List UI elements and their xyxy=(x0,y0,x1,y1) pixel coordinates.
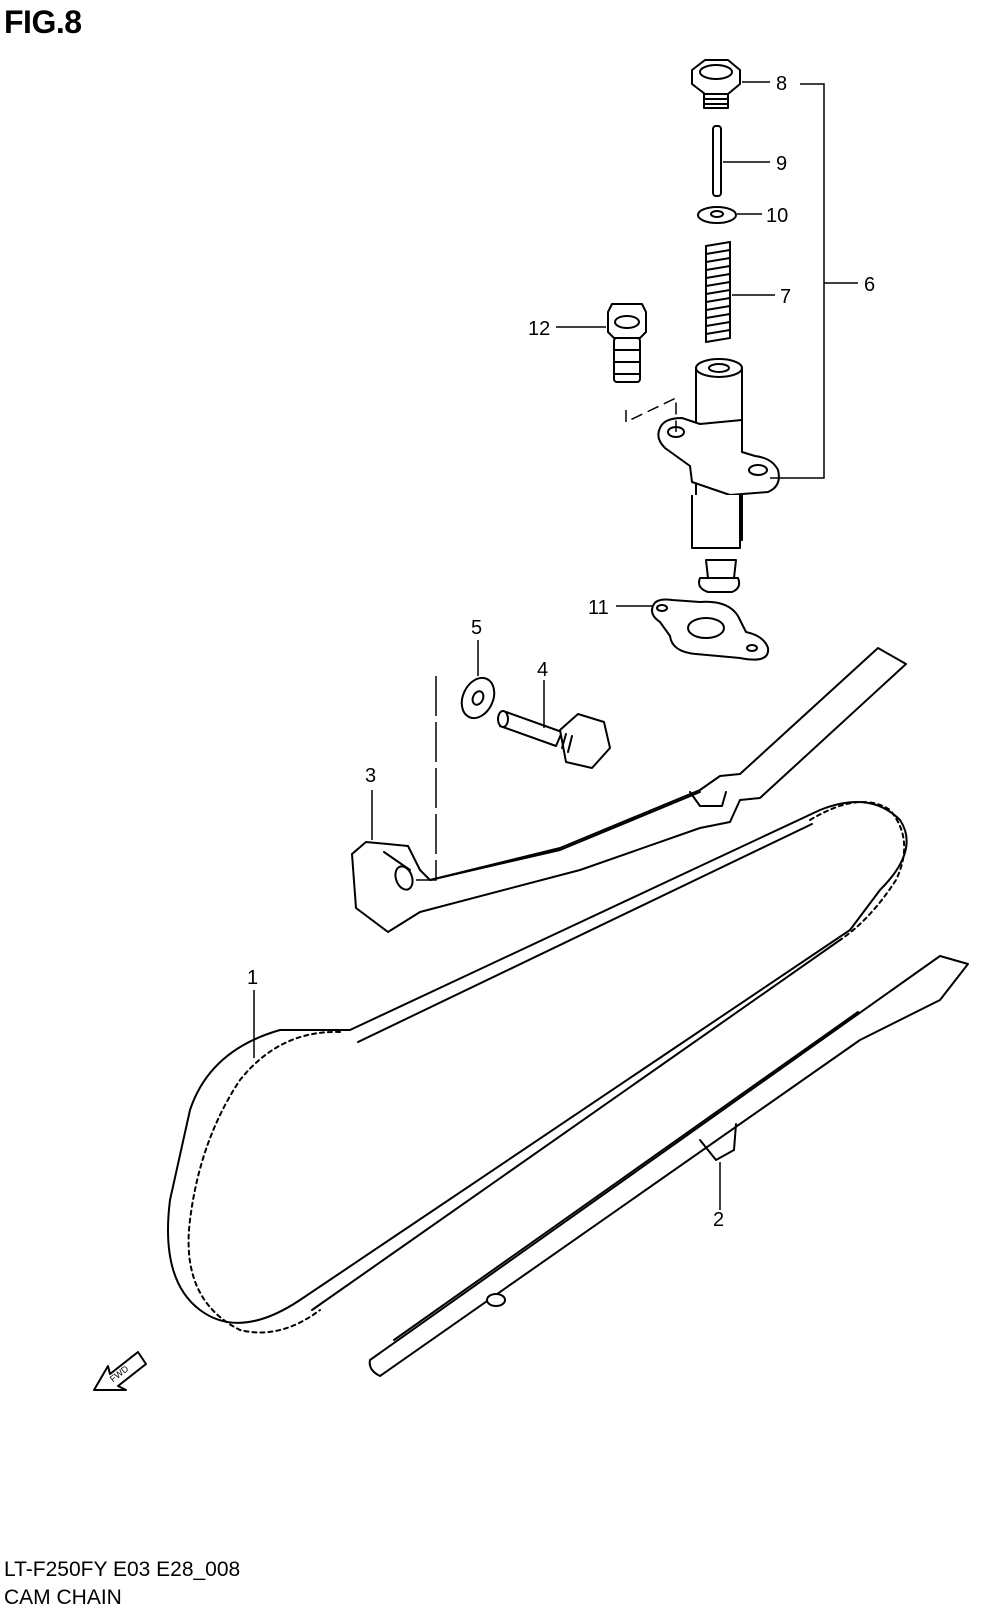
part-10-washer[interactable] xyxy=(697,206,737,224)
callout-2: 2 xyxy=(713,1209,724,1231)
part-3-tensioner-guide[interactable] xyxy=(351,647,907,933)
callout-11: 11 xyxy=(588,597,609,619)
part-2-chain-guide[interactable] xyxy=(368,955,969,1377)
callout-8: 8 xyxy=(776,73,787,95)
callout-6: 6 xyxy=(864,274,875,296)
model-code: LT-F250FY E03 E28_008 xyxy=(4,1558,241,1581)
callout-4: 4 xyxy=(537,659,548,681)
part-8-cap-bolt[interactable] xyxy=(691,59,741,109)
part-4-pivot-bolt[interactable] xyxy=(497,710,611,769)
callout-3: 3 xyxy=(365,765,376,787)
callout-5: 5 xyxy=(471,617,482,639)
part-5-washer[interactable] xyxy=(456,673,501,724)
part-12-bolt[interactable] xyxy=(607,303,647,383)
callout-12: 12 xyxy=(528,318,550,340)
callout-7: 7 xyxy=(780,286,791,308)
figure-title: FIG.8 xyxy=(4,4,82,40)
forward-direction-arrow: FWD xyxy=(93,1351,147,1391)
callout-1: 1 xyxy=(247,967,258,989)
callout-10: 10 xyxy=(766,205,788,227)
section-name: CAM CHAIN xyxy=(4,1586,122,1609)
part-7-spring[interactable] xyxy=(705,241,731,343)
callout-9: 9 xyxy=(776,153,787,175)
part-11-gasket[interactable] xyxy=(651,598,770,661)
part-9-push-rod[interactable] xyxy=(712,125,722,197)
part-1-cam-chain[interactable] xyxy=(167,801,908,1334)
part-6-tensioner-body[interactable] xyxy=(657,358,780,593)
